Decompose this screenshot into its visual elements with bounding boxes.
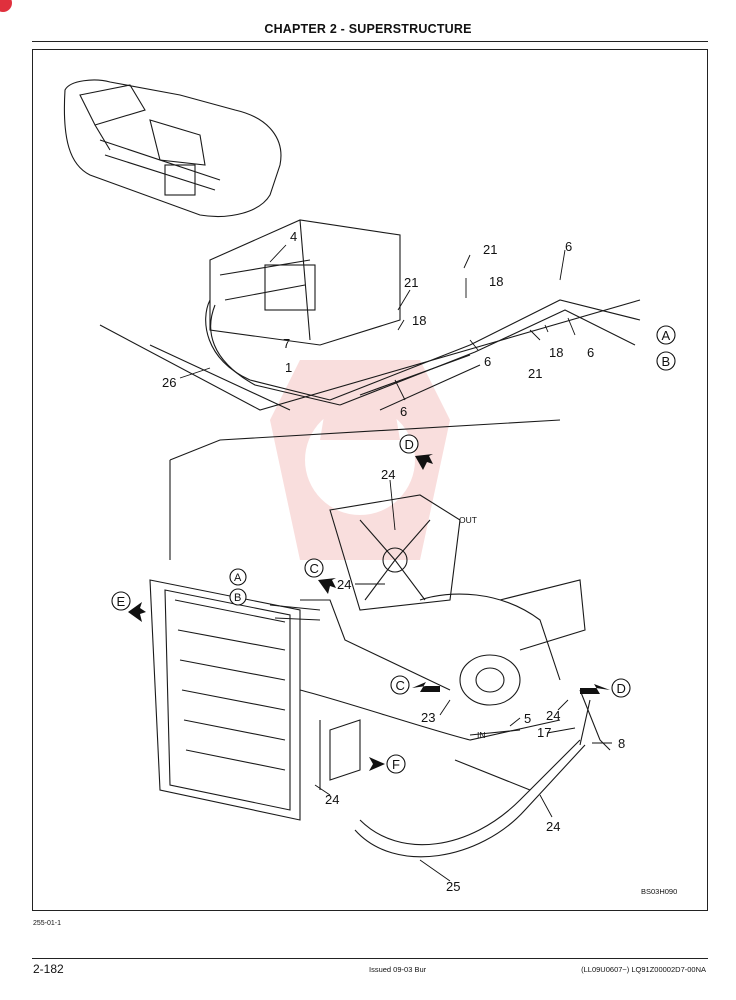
circle-e	[111, 591, 131, 611]
header-divider	[32, 41, 708, 42]
circle-d-upper	[399, 434, 419, 454]
label-26: 26	[162, 375, 176, 390]
label-24-right: 24	[546, 708, 560, 723]
letter-c-left: C	[310, 561, 319, 576]
label-21-top: 21	[483, 242, 497, 257]
arrow-c-lower-icon	[412, 682, 440, 692]
letter-a-upper: A	[662, 328, 671, 343]
label-23: 23	[421, 710, 435, 725]
label-8: 8	[618, 736, 625, 751]
label-4: 4	[290, 229, 297, 244]
letter-b-upper: B	[662, 354, 671, 369]
label-25: 25	[446, 879, 460, 894]
top-inset-cab	[63, 79, 282, 218]
circle-c-left	[304, 558, 324, 578]
letter-d-lower: D	[617, 681, 626, 696]
label-6-right: 6	[587, 345, 594, 360]
leader-lines	[179, 244, 612, 882]
label-1: 1	[285, 360, 292, 375]
arrow-e-icon	[128, 602, 146, 622]
arrow-d-upper-icon	[415, 454, 433, 470]
letter-e: E	[117, 594, 126, 609]
circle-d-lower	[611, 678, 631, 698]
circle-f	[386, 754, 406, 774]
chapter-title: CHAPTER 2 - SUPERSTRUCTURE	[264, 22, 472, 36]
direction-arrows	[128, 454, 610, 771]
circle-a-lower	[229, 568, 247, 586]
document-number: (LL09U0607~) LQ91Z00002D7-00NA	[581, 965, 706, 974]
label-6-top: 6	[565, 239, 572, 254]
label-17: 17	[537, 725, 551, 740]
letter-a-lower: A	[234, 572, 242, 584]
label-24-bottom-right: 24	[546, 819, 560, 834]
label-24-left: 24	[337, 577, 351, 592]
arrow-d-lower-icon	[580, 684, 610, 694]
issued-date: Issued 09-03 Bur	[369, 965, 427, 974]
watermark-icon	[270, 360, 450, 560]
label-21-right: 21	[528, 366, 542, 381]
circle-c-lower	[390, 675, 410, 695]
diagram-reference: BS03H090	[641, 887, 678, 896]
label-6-bottom: 6	[400, 404, 407, 419]
label-18-right: 18	[549, 345, 563, 360]
label-24-top: 24	[381, 467, 395, 482]
port-in-label: IN	[477, 730, 486, 740]
heater-unit-assembly	[99, 219, 641, 411]
circle-b-lower	[229, 588, 247, 606]
label-24-bottom-left: 24	[325, 792, 339, 807]
letter-f: F	[392, 757, 400, 772]
circle-b-upper	[656, 351, 676, 371]
arrow-c-left-icon	[318, 578, 336, 594]
arrow-f-icon	[369, 757, 385, 771]
callout-labels: 4 7 1 26 21 18 21 18 6 6 18 21 6 6 24 24…	[117, 229, 671, 894]
label-5: 5	[524, 711, 531, 726]
page-number: 2-182	[33, 962, 64, 976]
callout-circles	[111, 325, 676, 774]
label-18-top: 18	[489, 274, 503, 289]
engine-condenser-assembly	[149, 419, 611, 858]
port-out-label: OUT	[459, 515, 477, 525]
label-18-mid: 18	[412, 313, 426, 328]
letter-c-lower: C	[396, 678, 405, 693]
illustration-frame	[32, 49, 708, 911]
label-7: 7	[283, 336, 290, 351]
circle-a-upper	[656, 325, 676, 345]
footer-divider	[32, 958, 708, 959]
label-21-mid: 21	[404, 275, 418, 290]
corner-badge-icon	[0, 0, 12, 12]
figure-code: 255-01-1	[33, 920, 62, 927]
letter-d-upper: D	[405, 437, 414, 452]
letter-b-lower: B	[234, 592, 241, 604]
label-6-mid: 6	[484, 354, 491, 369]
